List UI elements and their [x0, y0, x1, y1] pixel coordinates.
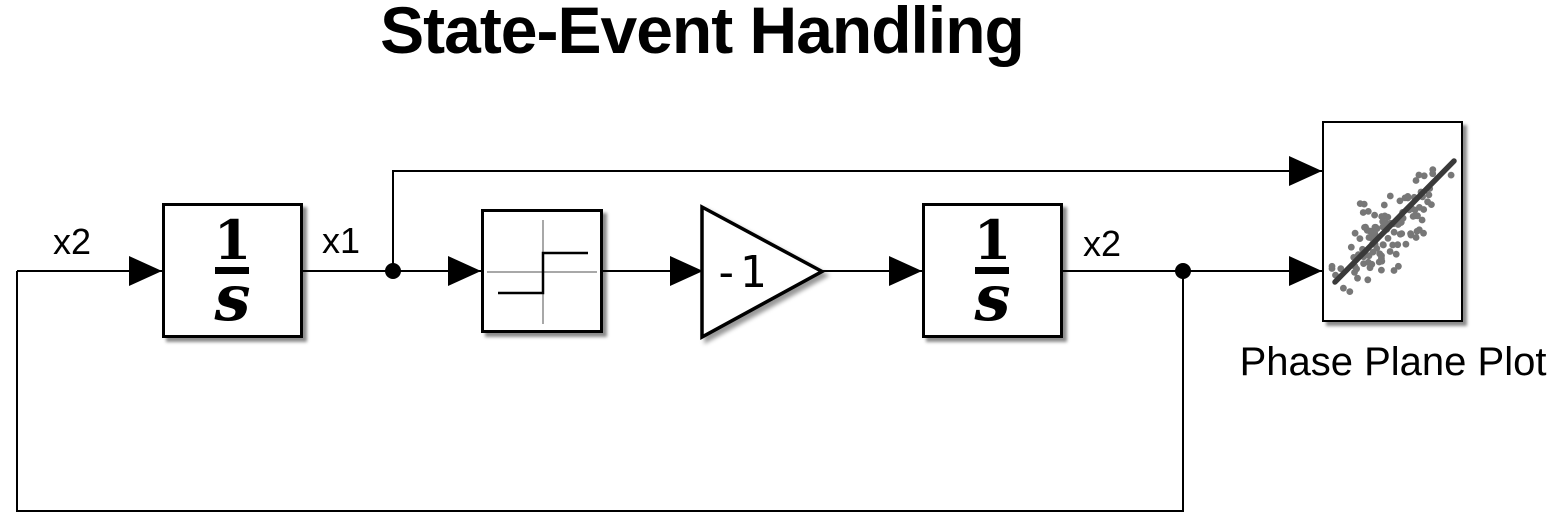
scatter-plot-icon: [1328, 157, 1457, 295]
arrowhead-icon: [1289, 256, 1322, 286]
signal-label-x2-input: x2: [53, 221, 92, 262]
branch-dot: [385, 263, 401, 279]
arrowhead-icon: [889, 256, 922, 286]
integrator1-numerator: 1: [213, 207, 252, 272]
arrowhead-icon: [448, 256, 481, 286]
fraction-bar: [215, 267, 250, 275]
arrowhead-icon: [129, 256, 162, 286]
phase-plane-plot-label: Phase Plane Plot: [1239, 340, 1547, 384]
transfer-function-1-over-s: 1 s: [973, 207, 1012, 337]
branch-dot: [1175, 263, 1191, 279]
signal-label-x1: x1: [322, 220, 361, 261]
integrator2-denominator: s: [974, 261, 1011, 337]
sign-step-icon: [487, 220, 597, 324]
integrator1-block[interactable]: 1 s: [162, 203, 303, 338]
signal-label-x2-output: x2: [1083, 223, 1122, 264]
integrator2-numerator: 1: [973, 207, 1012, 272]
gain-triangle-icon: [700, 204, 826, 340]
fraction-bar: [975, 267, 1010, 275]
integrator2-block[interactable]: 1 s: [922, 203, 1063, 338]
phase-plane-plot-block[interactable]: [1322, 121, 1463, 322]
transfer-function-1-over-s: 1 s: [213, 207, 252, 337]
gain-value-label: -1: [713, 247, 766, 298]
sign-block[interactable]: [481, 209, 603, 333]
diagram-title: State-Event Handling: [380, 0, 1025, 67]
gain-block[interactable]: -1: [700, 204, 828, 342]
arrowhead-icon: [670, 256, 703, 286]
integrator1-denominator: s: [214, 261, 251, 337]
arrowhead-icon: [1289, 156, 1322, 186]
